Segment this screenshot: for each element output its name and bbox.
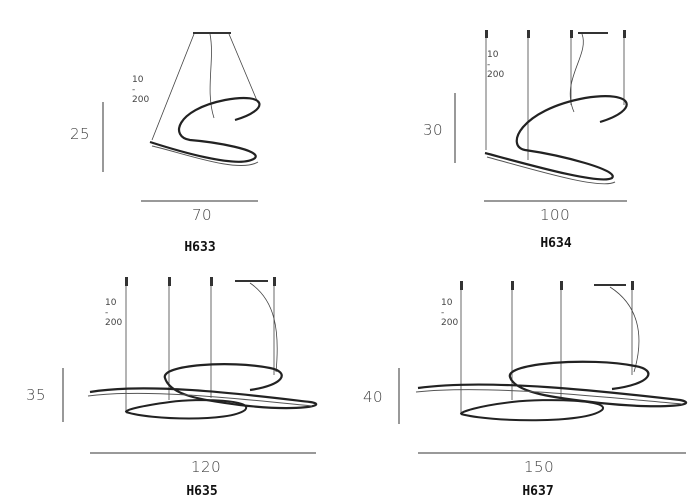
width-dimension: 120 <box>191 458 222 476</box>
model-code: H635 <box>186 484 218 499</box>
height-dimension: 25 <box>70 125 91 143</box>
height-dimension: 40 <box>363 388 384 406</box>
width-dimension: 150 <box>524 458 555 476</box>
width-dimension: 100 <box>540 206 571 224</box>
height-dimension: 35 <box>26 386 47 404</box>
cable-length-label: 10 - 200 <box>441 298 459 328</box>
model-code: H633 <box>184 240 216 255</box>
cable-length-label: 10 - 200 <box>487 50 505 80</box>
height-dimension: 30 <box>423 121 444 139</box>
model-code: H637 <box>522 484 554 499</box>
model-code: H634 <box>540 236 572 251</box>
cable-length-label: 10 - 200 <box>105 298 123 328</box>
cable-length-label: 10 - 200 <box>132 75 150 105</box>
width-dimension: 70 <box>192 206 213 224</box>
